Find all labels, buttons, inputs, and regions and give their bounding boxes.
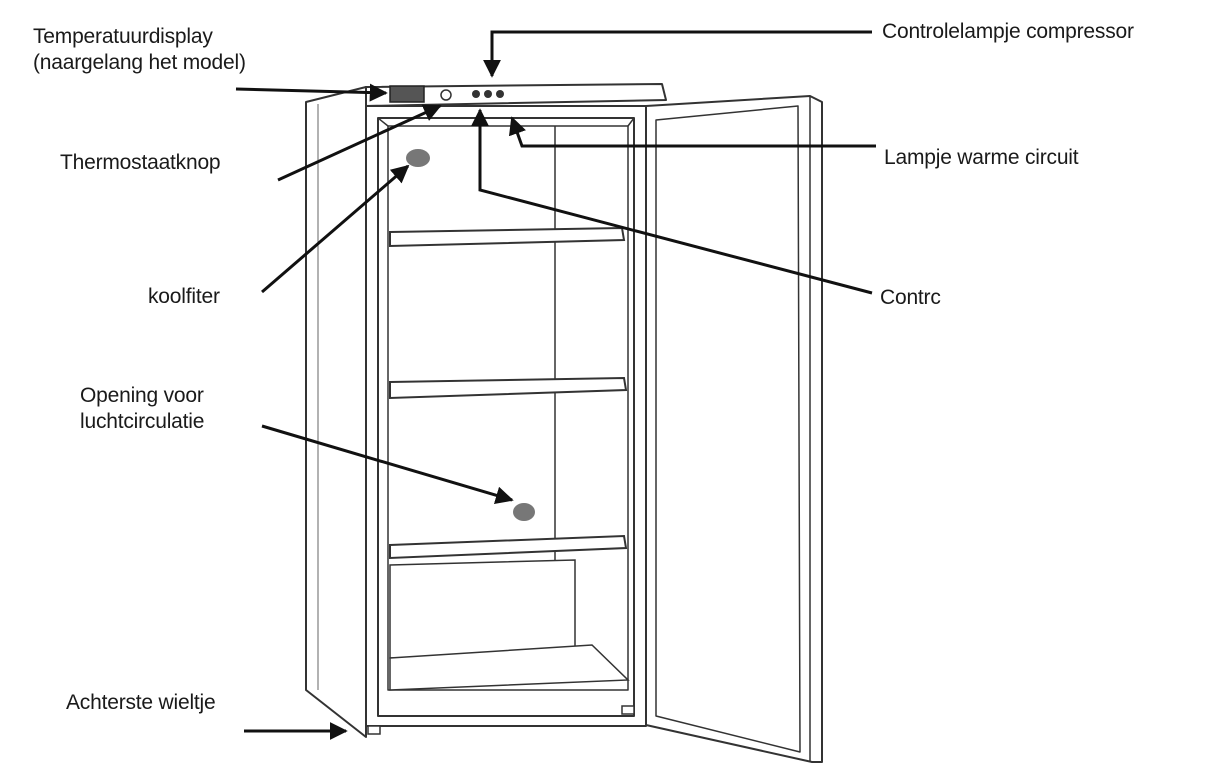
label-control-light: Contrc bbox=[880, 286, 941, 309]
leader-air-opening bbox=[261, 424, 514, 505]
thermostat-knob bbox=[440, 89, 452, 101]
leader-control-light bbox=[471, 108, 873, 295]
label-temperature-display-line1: Temperatuurdisplay bbox=[33, 25, 213, 48]
leader-warm-circuit-light bbox=[508, 116, 876, 148]
fridge-body bbox=[305, 83, 667, 738]
fridge-feet bbox=[367, 705, 635, 735]
temperature-display-screen bbox=[389, 85, 425, 103]
label-air-opening: Opening voor luchtcirculatie bbox=[80, 383, 204, 435]
callout-lines bbox=[235, 30, 876, 740]
indicator-light-3 bbox=[496, 90, 504, 98]
carbon-filter-marker bbox=[406, 149, 430, 167]
label-warm-circuit-light: Lampje warme circuit bbox=[884, 146, 1079, 169]
label-air-opening-line1: Opening voor bbox=[80, 384, 204, 407]
label-temperature-display-line2: (naargelang het model) bbox=[33, 51, 246, 74]
leader-temperature-display bbox=[235, 83, 388, 102]
label-air-opening-line2: luchtcirculatie bbox=[80, 410, 205, 433]
indicator-light-2 bbox=[484, 90, 492, 98]
fridge-door bbox=[645, 95, 823, 763]
control-panel bbox=[389, 85, 504, 103]
air-circulation-opening-marker bbox=[513, 503, 535, 521]
leader-thermostat-knob bbox=[277, 104, 442, 182]
indicator-light-1 bbox=[472, 90, 480, 98]
label-temperature-display: Temperatuurdisplay (naargelang het model… bbox=[33, 24, 246, 76]
leader-compressor-light bbox=[483, 30, 872, 78]
label-thermostat-knob: Thermostaatknop bbox=[60, 151, 221, 174]
label-rear-wheel: Achterste wieltje bbox=[66, 691, 216, 714]
label-carbon-filter: koolfiter bbox=[148, 285, 220, 308]
shelves bbox=[389, 226, 630, 691]
label-compressor-light: Controlelampje compressor bbox=[882, 20, 1134, 43]
leader-carbon-filter bbox=[261, 164, 410, 294]
